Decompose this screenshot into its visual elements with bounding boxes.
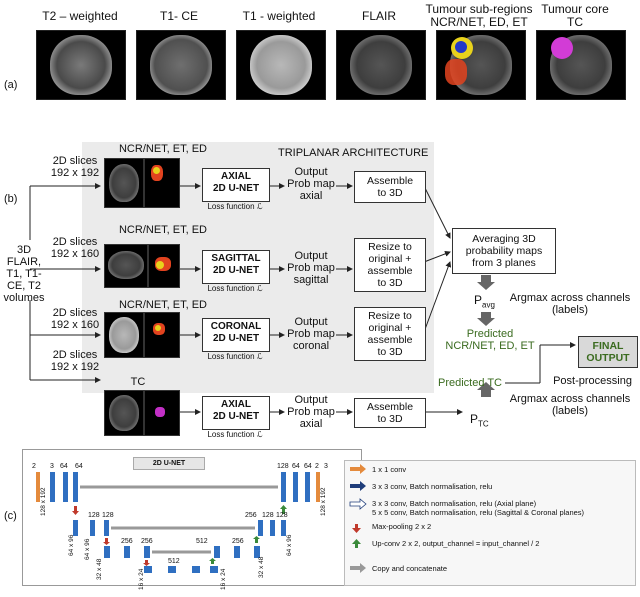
averaging-box: Averaging 3D probability maps from 3 pla… bbox=[452, 228, 556, 274]
unet-l3-num-4: 256 bbox=[245, 512, 257, 519]
panel-a-label: (a) bbox=[4, 79, 18, 91]
unet-num-6: 64 bbox=[292, 463, 300, 470]
title-flair: FLAIR bbox=[361, 9, 396, 23]
row4-slice-image bbox=[104, 390, 144, 436]
legend-copy-concat: Copy and concatenate bbox=[372, 564, 448, 573]
panel-c-label: (c) bbox=[4, 510, 17, 522]
final-output-box: FINAL OUTPUT bbox=[578, 336, 638, 368]
row3-slices: 2D slices 192 x 160 bbox=[50, 307, 100, 331]
row1-slices: 2D slices 192 x 192 bbox=[50, 155, 100, 179]
legend-max-pooling: Max-pooling 2 x 2 bbox=[372, 522, 432, 531]
unet-l3-num-1: 256 bbox=[121, 538, 133, 545]
unet-title-box: 2D U-NET bbox=[133, 457, 205, 470]
mri-t1ce-image bbox=[136, 30, 226, 100]
mri-t2-image bbox=[36, 30, 126, 100]
unet-num-1: 2 bbox=[32, 463, 36, 470]
row3-loss: Loss function ℒ bbox=[207, 352, 263, 361]
unet-l4-num-2: 512 bbox=[196, 538, 208, 545]
row2-slices: 2D slices 192 x 160 bbox=[50, 236, 100, 260]
unet-num-2: 3 bbox=[50, 463, 54, 470]
unet-l2-num-1: 128 bbox=[88, 512, 100, 519]
unet-l2-num-2: 128 bbox=[102, 512, 114, 519]
legend-up-conv: Up-conv 2 x 2, output_channel = input_ch… bbox=[372, 539, 540, 548]
title-subregions: Tumour sub-regions NCR/NET, ED, ET bbox=[425, 2, 533, 29]
row4-loss: Loss function ℒ bbox=[207, 430, 263, 439]
unet-num-4: 64 bbox=[75, 463, 83, 470]
row2-unet-box: SAGITTAL 2D U-NET bbox=[202, 250, 270, 284]
unet-l4-num-1: 512 bbox=[168, 558, 180, 565]
triplanar-header: TRIPLANAR ARCHITECTURE bbox=[278, 147, 429, 159]
unet-num-5: 128 bbox=[277, 463, 289, 470]
mri-t1-image bbox=[236, 30, 326, 100]
row4-classes: TC bbox=[130, 376, 146, 388]
input-volumes: 3D FLAIR, T1, T1- CE, T2 volumes bbox=[3, 244, 45, 304]
row4-output: Output Prob map axial bbox=[287, 394, 335, 430]
row4-assemble-box: Assemble to 3D bbox=[354, 398, 426, 428]
row3-output: Output Prob map coronal bbox=[287, 316, 335, 352]
row2-classes: NCR/NET, ET, ED bbox=[118, 224, 207, 236]
row2-assemble-box: Resize to original + assemble to 3D bbox=[354, 238, 426, 292]
unet-diagram-frame bbox=[22, 449, 362, 586]
row2-slice-image bbox=[104, 244, 148, 288]
row1-output: Output Prob map axial bbox=[287, 166, 335, 202]
legend-1x1-conv: 1 x 1 conv bbox=[372, 465, 407, 474]
argmax-label-2: Argmax across channels (labels) bbox=[509, 393, 631, 417]
row1-assemble-box: Assemble to 3D bbox=[354, 171, 426, 203]
panel-b-label: (b) bbox=[4, 193, 18, 205]
row2-output: Output Prob map sagittal bbox=[287, 250, 335, 286]
row1-unet-box: AXIAL 2D U-NET bbox=[202, 168, 270, 202]
legend-plane-conv: 3 x 3 conv, Batch normalisation, relu (A… bbox=[372, 499, 585, 517]
legend-3x3-conv: 3 x 3 conv, Batch normalisation, relu bbox=[372, 482, 493, 491]
unet-num-9: 3 bbox=[324, 463, 328, 470]
p-tc-label: PTC bbox=[470, 412, 489, 429]
unet-l2-num-3: 128 bbox=[262, 512, 274, 519]
row3-unet-box: CORONAL 2D U-NET bbox=[202, 318, 270, 352]
unet-l3-num-3: 256 bbox=[232, 538, 244, 545]
title-t1: T1 - weighted bbox=[242, 9, 316, 23]
row1-slice-image bbox=[104, 158, 144, 208]
title-t1ce: T1- CE bbox=[159, 9, 198, 23]
row1-classes: NCR/NET, ET, ED bbox=[118, 143, 207, 155]
mri-flair-image bbox=[336, 30, 426, 100]
row4-slices: 2D slices 192 x 192 bbox=[50, 349, 100, 373]
title-tumour-core: Tumour core TC bbox=[541, 2, 609, 29]
unet-num-7: 64 bbox=[304, 463, 312, 470]
p-avg-label: Pavg bbox=[474, 293, 495, 310]
title-t2: T2 – weighted bbox=[42, 9, 118, 23]
postprocessing-label: Post-processing bbox=[553, 375, 632, 387]
row3-classes: NCR/NET, ET, ED bbox=[118, 299, 207, 311]
predicted-tc-label: Predicted TC bbox=[438, 377, 502, 389]
row1-mask-image bbox=[144, 158, 180, 208]
row3-slice-image bbox=[104, 312, 144, 358]
row1-loss: Loss function ℒ bbox=[207, 202, 263, 211]
unet-num-3: 64 bbox=[60, 463, 68, 470]
mri-tumour-core-image bbox=[536, 30, 626, 100]
unet-l3-num-2: 256 bbox=[141, 538, 153, 545]
unet-legend bbox=[344, 460, 636, 586]
row4-mask-image bbox=[144, 390, 180, 436]
argmax-label-1: Argmax across channels (labels) bbox=[509, 292, 631, 316]
mri-subregions-image bbox=[436, 30, 526, 100]
predicted-label-1: Predicted NCR/NET, ED, ET bbox=[445, 328, 535, 352]
row4-unet-box: AXIAL 2D U-NET bbox=[202, 396, 270, 430]
row2-loss: Loss function ℒ bbox=[207, 284, 263, 293]
unet-l2-num-4: 128 bbox=[276, 512, 288, 519]
unet-num-8: 2 bbox=[315, 463, 319, 470]
row3-mask-image bbox=[144, 312, 180, 358]
row2-mask-image bbox=[148, 244, 180, 288]
row3-assemble-box: Resize to original + assemble to 3D bbox=[354, 307, 426, 361]
